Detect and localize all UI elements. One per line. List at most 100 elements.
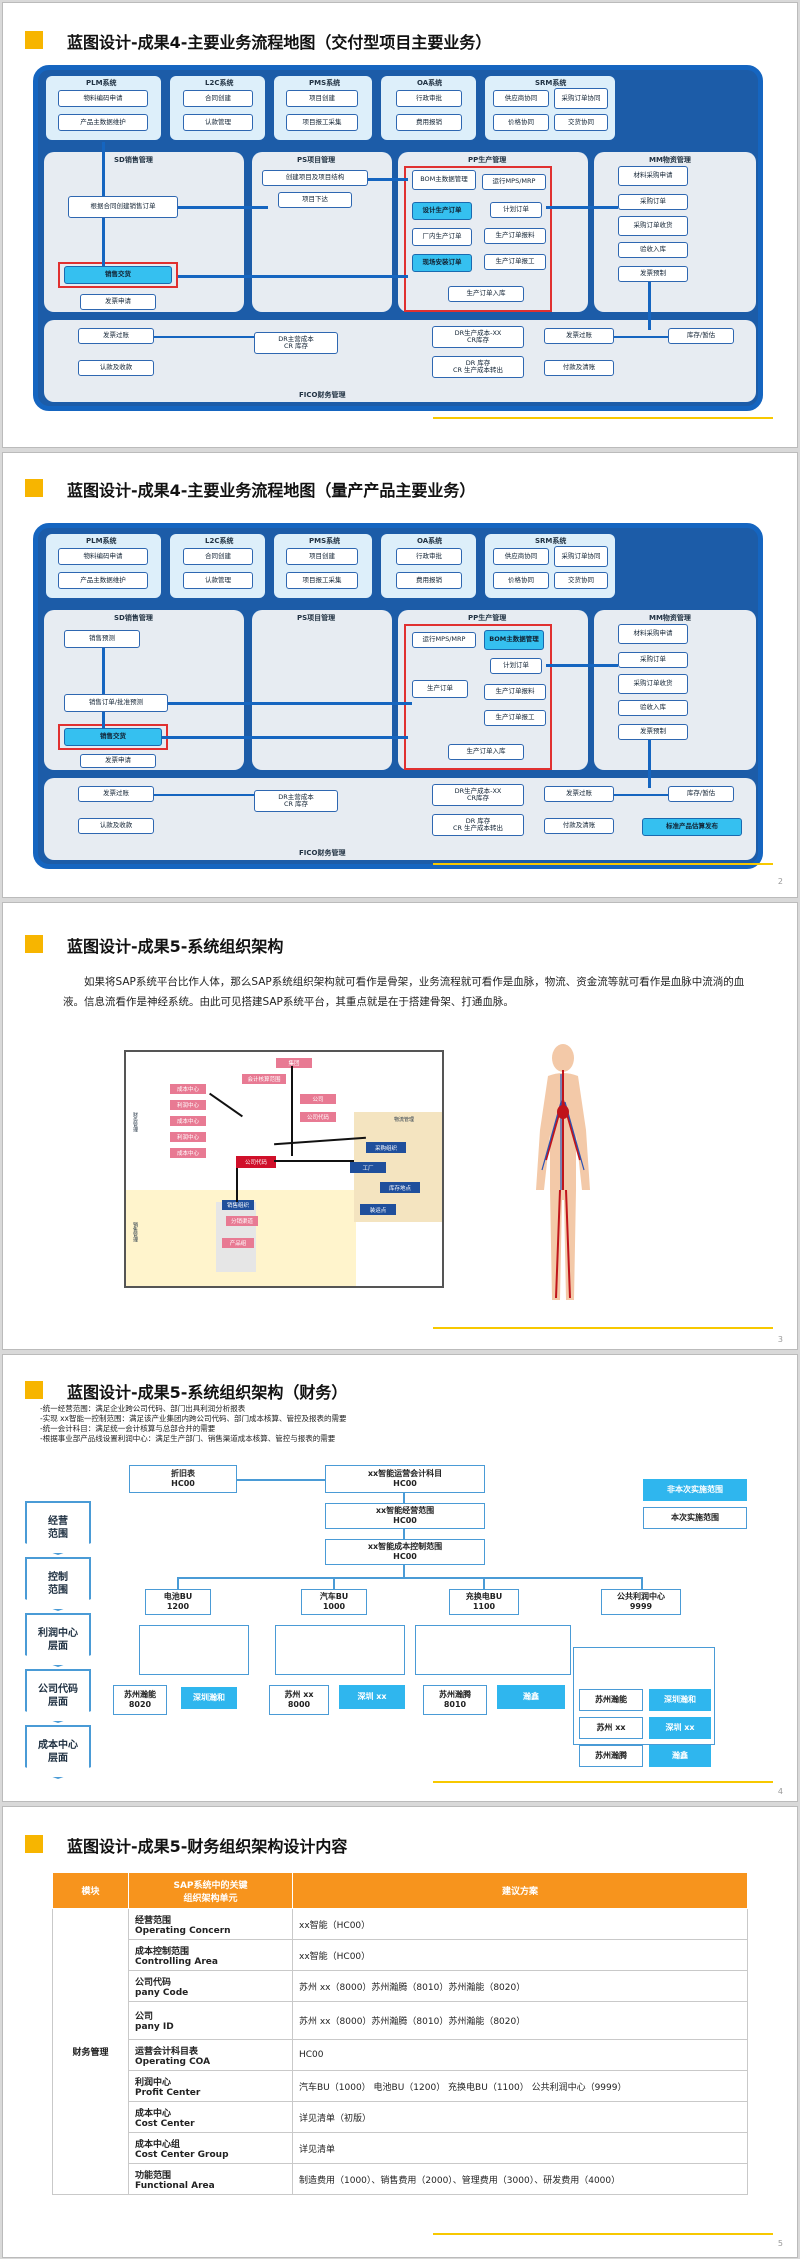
fi-wip[interactable]: DR生产成本-XX CR库存 bbox=[432, 326, 524, 348]
solution-cell: xx智能（HC00） bbox=[292, 1939, 748, 1971]
fi-transfer[interactable]: DR 库存 CR 生产成本转出 bbox=[432, 356, 524, 378]
srm-item[interactable]: 价格协同 bbox=[493, 572, 549, 589]
srm-item[interactable]: 采购订单协同 bbox=[554, 88, 608, 109]
plm-item[interactable]: 产品主数据维护 bbox=[58, 114, 148, 131]
pp-confirm[interactable]: 生产订单报工 bbox=[484, 254, 546, 270]
pp-order[interactable]: 生产订单 bbox=[412, 680, 468, 698]
page-number: 5 bbox=[777, 2239, 783, 2248]
sd-delivery[interactable]: 销售交货 bbox=[64, 728, 162, 746]
srm-item[interactable]: 价格协同 bbox=[493, 114, 549, 131]
pp-issue[interactable]: 生产订单报料 bbox=[484, 228, 546, 244]
slide-title: 蓝图设计-成果5-系统组织架构（财务） bbox=[67, 1383, 348, 1402]
company-code: 深圳瀚和 bbox=[649, 1689, 711, 1711]
pp-plan[interactable]: 计划订单 bbox=[490, 202, 542, 218]
pp-site-order[interactable]: 现场安装订单 bbox=[412, 254, 472, 272]
mm-stock-in[interactable]: 验收入库 bbox=[618, 242, 688, 258]
mm-invoice[interactable]: 发票预制 bbox=[618, 724, 688, 740]
fi-post[interactable]: 发票过账 bbox=[78, 328, 154, 344]
fi-gr-ir[interactable]: 库存/暂估 bbox=[668, 328, 734, 344]
mm-stock-in[interactable]: 验收入库 bbox=[618, 700, 688, 716]
plm-item[interactable]: 物料编码申请 bbox=[58, 548, 148, 565]
fi-receipt[interactable]: 认款及收款 bbox=[78, 818, 154, 834]
pp-bom[interactable]: BOM主数据管理 bbox=[412, 170, 476, 190]
mm-invoice[interactable]: 发票预制 bbox=[618, 266, 688, 282]
mm-gr[interactable]: 采购订单收货 bbox=[618, 216, 688, 236]
fi-post2[interactable]: 发票过账 bbox=[544, 328, 614, 344]
pp-issue[interactable]: 生产订单报料 bbox=[484, 684, 546, 700]
note: -统一经营范围：满足企业跨公司代码、部门出具利润分析报表 bbox=[40, 1404, 246, 1413]
legend-in-scope: 本次实施范围 bbox=[643, 1507, 747, 1529]
mm-req[interactable]: 材料采购申请 bbox=[618, 166, 688, 186]
fi-gr-ir[interactable]: 库存/暂估 bbox=[668, 786, 734, 802]
slide-title: 蓝图设计-成果4-主要业务流程地图（交付型项目主要业务） bbox=[67, 33, 492, 52]
body-text: 如果将SAP系统平台比作人体，那么SAP系统组织架构就可看作是骨架，业务流程就可… bbox=[63, 976, 745, 1008]
pp-confirm[interactable]: 生产订单报工 bbox=[484, 710, 546, 726]
pms-item[interactable]: 项目创建 bbox=[286, 548, 358, 565]
pp-design-order[interactable]: 设计生产订单 bbox=[412, 202, 472, 220]
plm-item[interactable]: 物料编码申请 bbox=[58, 90, 148, 107]
pp-inhouse-order[interactable]: 厂内生产订单 bbox=[412, 228, 472, 246]
fi-wip[interactable]: DR生产成本-XX CR库存 bbox=[432, 784, 524, 806]
company-code: 深圳瀚和 bbox=[181, 1687, 237, 1709]
srm-item[interactable]: 供应商协同 bbox=[493, 90, 549, 107]
srm-item[interactable]: 采购订单协同 bbox=[554, 546, 608, 567]
fi-payment[interactable]: 付款及清账 bbox=[544, 360, 614, 376]
fi-transfer[interactable]: DR 库存 CR 生产成本转出 bbox=[432, 814, 524, 836]
plm-item[interactable]: 产品主数据维护 bbox=[58, 572, 148, 589]
oa-item[interactable]: 行政审批 bbox=[396, 90, 462, 107]
level-chevron: 经营 范围 bbox=[25, 1501, 91, 1555]
srm-item[interactable]: 供应商协同 bbox=[493, 548, 549, 565]
sd-order[interactable]: 根据合同创建销售订单 bbox=[68, 196, 178, 218]
mm-req[interactable]: 材料采购申请 bbox=[618, 624, 688, 644]
slide-title: 蓝图设计-成果5-系统组织架构 bbox=[67, 937, 284, 956]
fi-payment[interactable]: 付款及清账 bbox=[544, 818, 614, 834]
title-accent bbox=[25, 479, 43, 497]
sd-forecast[interactable]: 销售预测 bbox=[64, 630, 140, 648]
pp-receipt[interactable]: 生产订单入库 bbox=[448, 286, 524, 302]
fi-receipt[interactable]: 认款及收款 bbox=[78, 360, 154, 376]
pms-item[interactable]: 项目报工采集 bbox=[286, 572, 358, 589]
sd-order[interactable]: 销售订单/批准预测 bbox=[64, 694, 168, 712]
mm-po[interactable]: 采购订单 bbox=[618, 652, 688, 668]
l2c-item[interactable]: 认款管理 bbox=[183, 114, 253, 131]
oa-item[interactable]: 费用报销 bbox=[396, 572, 462, 589]
mm-gr[interactable]: 采购订单收货 bbox=[618, 674, 688, 694]
pp-mrp[interactable]: 运行MPS/MRP bbox=[412, 632, 476, 648]
company-code: 苏州 xx bbox=[579, 1717, 643, 1739]
l2c-item[interactable]: 合同创建 bbox=[183, 548, 253, 565]
sd-invoice[interactable]: 发票申请 bbox=[80, 754, 156, 768]
l2c-item[interactable]: 认款管理 bbox=[183, 572, 253, 589]
mm-po[interactable]: 采购订单 bbox=[618, 194, 688, 210]
pp-mrp[interactable]: 运行MPS/MRP bbox=[482, 174, 546, 190]
sd-invoice[interactable]: 发票申请 bbox=[80, 294, 156, 310]
oa-item[interactable]: 行政审批 bbox=[396, 548, 462, 565]
company-code: 苏州瀚腾 bbox=[579, 1745, 643, 1767]
pp-plan[interactable]: 计划订单 bbox=[490, 658, 542, 674]
srm-item[interactable]: 交货协同 bbox=[554, 114, 608, 131]
oa-item[interactable]: 费用报销 bbox=[396, 114, 462, 131]
pms-item[interactable]: 项目报工采集 bbox=[286, 114, 358, 131]
profit-center: 汽车BU 1000 bbox=[301, 1589, 367, 1615]
pp-bom[interactable]: BOM主数据管理 bbox=[484, 630, 544, 650]
th-solution: 建议方案 bbox=[292, 1872, 748, 1909]
note: -实现 xx智能一控制范围：满足该产业集团内跨公司代码、部门成本核算、管控及报表… bbox=[40, 1414, 347, 1423]
pms-item[interactable]: 项目创建 bbox=[286, 90, 358, 107]
fi-cogs[interactable]: DR主营成本 CR 库存 bbox=[254, 790, 338, 812]
company-code: 苏州瀚腾 8010 bbox=[423, 1685, 487, 1715]
ps-create[interactable]: 创建项目及项目结构 bbox=[262, 170, 368, 186]
solution-cell: 详见清单（初版） bbox=[292, 2101, 748, 2133]
srm-item[interactable]: 交货协同 bbox=[554, 572, 608, 589]
fi-post[interactable]: 发票过账 bbox=[78, 786, 154, 802]
process-map: PLM系统 物料编码申请 产品主数据维护 L2C系统 合同创建 认款管理 PMS… bbox=[33, 523, 763, 869]
profit-center: 充换电BU 1100 bbox=[449, 1589, 519, 1615]
fi-post2[interactable]: 发票过账 bbox=[544, 786, 614, 802]
ps-release[interactable]: 项目下达 bbox=[278, 192, 352, 208]
fi-std-cost[interactable]: 标准产品估算发布 bbox=[642, 818, 742, 836]
l2c-item[interactable]: 合同创建 bbox=[183, 90, 253, 107]
pp-receipt[interactable]: 生产订单入库 bbox=[448, 744, 524, 760]
fi-cogs[interactable]: DR主营成本 CR 库存 bbox=[254, 332, 338, 354]
sd-delivery[interactable]: 销售交货 bbox=[64, 266, 172, 284]
